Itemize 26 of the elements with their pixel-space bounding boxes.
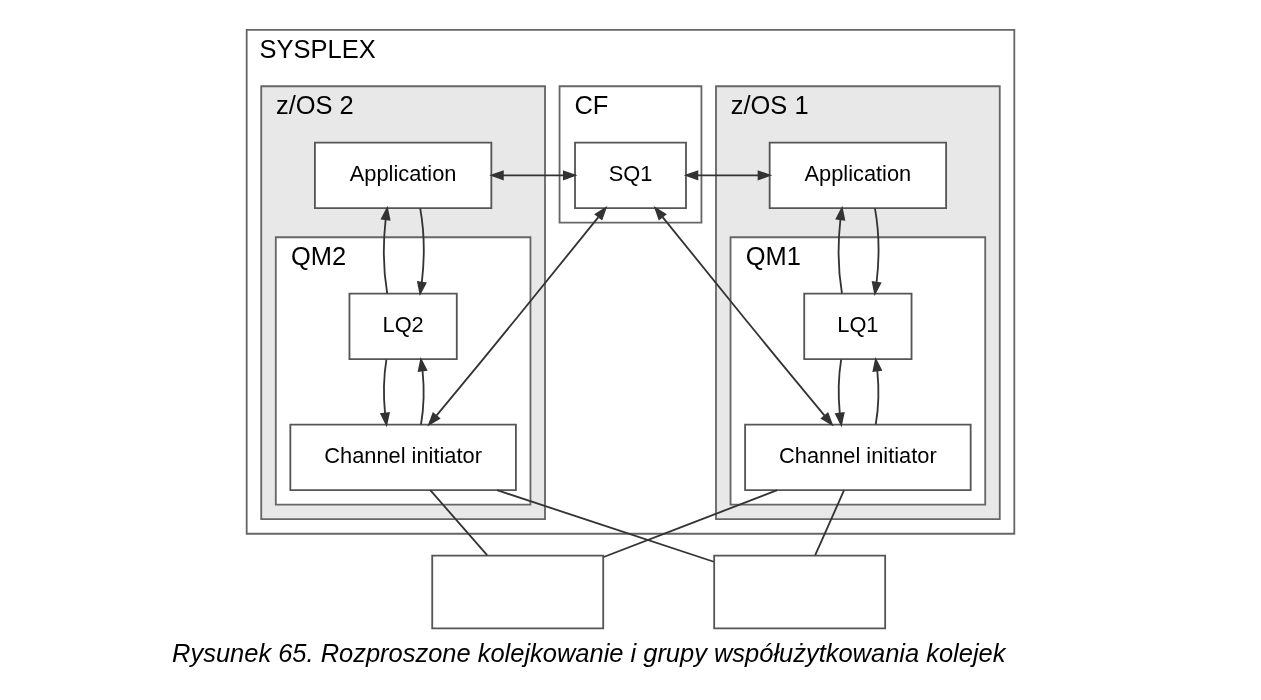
arrow	[872, 356, 883, 426]
connector	[602, 489, 779, 558]
node-box: SQ1	[574, 141, 687, 210]
connector	[814, 489, 845, 557]
arrow	[683, 170, 773, 181]
node-box: Application	[314, 141, 493, 210]
caption: Rysunek 65. Rozproszone kolejkowanie i grupy współużytkowania kolejek	[172, 639, 1006, 668]
arrow	[835, 205, 846, 295]
node-box: Channel initiator	[744, 423, 972, 491]
arrow	[379, 358, 390, 428]
arrow	[416, 207, 427, 297]
arrow	[653, 206, 834, 427]
node-box	[431, 554, 605, 630]
arrow	[871, 207, 882, 297]
arrow	[380, 205, 391, 295]
node-box: LQ2	[348, 292, 458, 360]
connector	[496, 489, 715, 563]
connector	[429, 489, 489, 557]
node-box: Channel initiator	[289, 423, 517, 491]
node-box: Application	[768, 141, 947, 210]
arrow	[427, 206, 608, 427]
arrow	[489, 170, 578, 181]
node-box: LQ1	[803, 292, 913, 360]
arrow	[834, 358, 845, 428]
arrow	[417, 356, 428, 426]
node-box	[713, 554, 887, 630]
